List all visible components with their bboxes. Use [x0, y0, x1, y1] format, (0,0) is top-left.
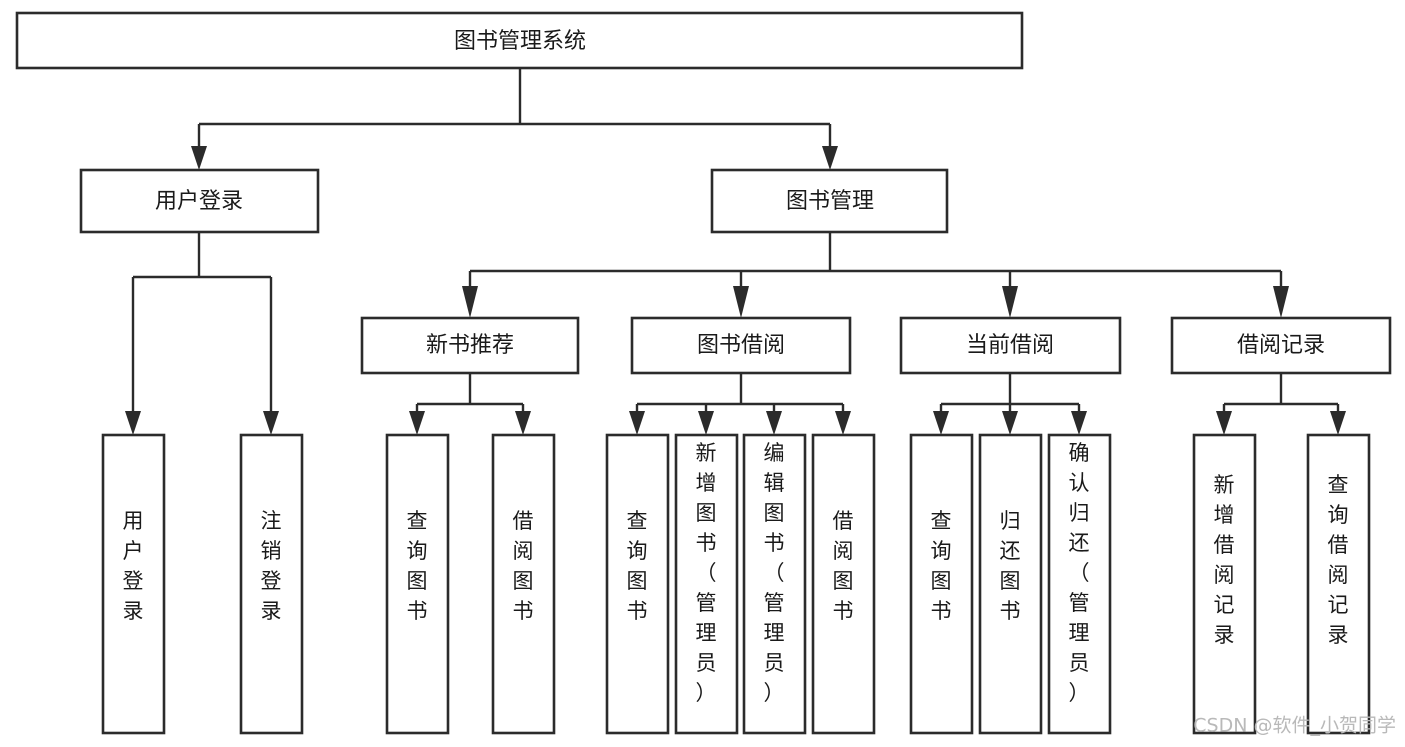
arrowhead-leaf-query-book-3 — [933, 411, 949, 435]
node-root[interactable]: 图书管理系统 — [15, 11, 1024, 70]
leaf-edit-book-box[interactable] — [742, 433, 807, 735]
leaf-node[interactable]: 归还图书 — [978, 433, 1043, 735]
leaf-node[interactable]: 编辑图书（管理员） — [742, 433, 807, 735]
node-user-login[interactable]: 用户登录 — [79, 168, 320, 234]
node-user-login-label: 用户登录 — [155, 189, 243, 214]
node-book-borrow-label: 图书借阅 — [697, 333, 785, 358]
arrowhead-book-manage — [822, 146, 838, 170]
leaf-node[interactable]: 确认归还（管理员） — [1047, 433, 1112, 735]
arrowhead-leaf-return-book — [1002, 411, 1018, 435]
arrowhead-current-borrow — [1002, 286, 1018, 318]
leaf-query-book-2-label: 查询图书 — [627, 509, 648, 623]
leaf-logout-login-label: 注销登录 — [261, 509, 282, 623]
arrowhead-leaf-add-record — [1216, 411, 1232, 435]
leaf-return-book-label: 归还图书 — [1000, 509, 1021, 623]
node-user-login-box[interactable] — [79, 168, 320, 234]
leaf-borrow-book-2-box[interactable] — [811, 433, 876, 735]
leaf-add-record-label: 新增借阅记录 — [1214, 473, 1235, 647]
node-book-manage-box[interactable] — [710, 168, 949, 234]
leaf-node[interactable]: 借阅图书 — [811, 433, 876, 735]
leaf-edit-book-label: 编辑图书（管理员） — [764, 441, 785, 705]
watermark: CSDN @软件_小贺同学 — [1193, 715, 1396, 737]
node-new-book-recommend[interactable]: 新书推荐 — [360, 316, 580, 375]
arrowhead-user-login — [191, 146, 207, 170]
leaf-return-book-box[interactable] — [978, 433, 1043, 735]
leaf-borrow-book-1-box[interactable] — [491, 433, 556, 735]
arrowhead-leaf-user-login — [125, 411, 141, 435]
node-book-manage[interactable]: 图书管理 — [710, 168, 949, 234]
leaf-node[interactable]: 新增图书（管理员） — [674, 433, 739, 735]
leaf-node[interactable]: 查询图书 — [385, 433, 450, 735]
node-borrow-record-label: 借阅记录 — [1237, 333, 1325, 358]
connector-layer — [125, 68, 1346, 435]
leaf-user-login-label: 用户登录 — [123, 509, 144, 623]
leaf-node[interactable]: 查询借阅记录 — [1306, 433, 1371, 735]
leaf-add-book-box[interactable] — [674, 433, 739, 735]
arrowhead-leaf-query-record — [1330, 411, 1346, 435]
node-current-borrow-label: 当前借阅 — [966, 333, 1054, 358]
leaf-add-book-label: 新增图书（管理员） — [696, 441, 717, 705]
arrowhead-new-book-recommend — [462, 286, 478, 318]
leaf-query-record-label: 查询借阅记录 — [1328, 473, 1349, 647]
leaf-confirm-return-box[interactable] — [1047, 433, 1112, 735]
leaf-user-login-box[interactable] — [101, 433, 166, 735]
leaf-borrow-book-1-label: 借阅图书 — [513, 509, 534, 623]
arrowhead-borrow-record — [1273, 286, 1289, 318]
leaf-query-book-1-box[interactable] — [385, 433, 450, 735]
node-root-box[interactable] — [15, 11, 1024, 70]
arrowhead-leaf-add-book — [698, 411, 714, 435]
leaf-borrow-book-2-label: 借阅图书 — [833, 509, 854, 623]
leaf-query-book-2-box[interactable] — [605, 433, 670, 735]
arrowhead-leaf-logout-login — [263, 411, 279, 435]
leaf-query-book-3-label: 查询图书 — [931, 509, 952, 623]
leaf-node[interactable]: 新增借阅记录 — [1192, 433, 1257, 735]
node-root-label: 图书管理系统 — [454, 29, 586, 54]
arrowhead-leaf-confirm-return — [1071, 411, 1087, 435]
node-borrow-record[interactable]: 借阅记录 — [1170, 316, 1392, 375]
arrowhead-leaf-borrow-book-1 — [515, 411, 531, 435]
leaf-node[interactable]: 查询图书 — [605, 433, 670, 735]
leaf-node[interactable]: 查询图书 — [909, 433, 974, 735]
node-current-borrow-box[interactable] — [899, 316, 1122, 375]
leaf-query-book-1-label: 查询图书 — [407, 509, 428, 623]
node-new-book-recommend-box[interactable] — [360, 316, 580, 375]
leaf-logout-login-box[interactable] — [239, 433, 304, 735]
leaf-query-book-3-box[interactable] — [909, 433, 974, 735]
leaf-node[interactable]: 注销登录 — [239, 433, 304, 735]
node-borrow-record-box[interactable] — [1170, 316, 1392, 375]
leaf-confirm-return-label: 确认归还（管理员） — [1069, 441, 1090, 705]
arrowhead-leaf-borrow-book-2 — [835, 411, 851, 435]
node-new-book-recommend-label: 新书推荐 — [426, 333, 514, 358]
leaf-node[interactable]: 用户登录 — [101, 433, 166, 735]
node-book-borrow[interactable]: 图书借阅 — [630, 316, 852, 375]
leaf-query-record-box[interactable] — [1306, 433, 1371, 735]
arrowhead-leaf-query-book-1 — [409, 411, 425, 435]
node-book-borrow-box[interactable] — [630, 316, 852, 375]
node-current-borrow[interactable]: 当前借阅 — [899, 316, 1122, 375]
leaf-add-record-box[interactable] — [1192, 433, 1257, 735]
node-book-manage-label: 图书管理 — [786, 189, 874, 214]
arrowhead-book-borrow — [733, 286, 749, 318]
arrowhead-leaf-edit-book — [766, 411, 782, 435]
arrowhead-leaf-query-book-2 — [629, 411, 645, 435]
leaf-node[interactable]: 借阅图书 — [491, 433, 556, 735]
